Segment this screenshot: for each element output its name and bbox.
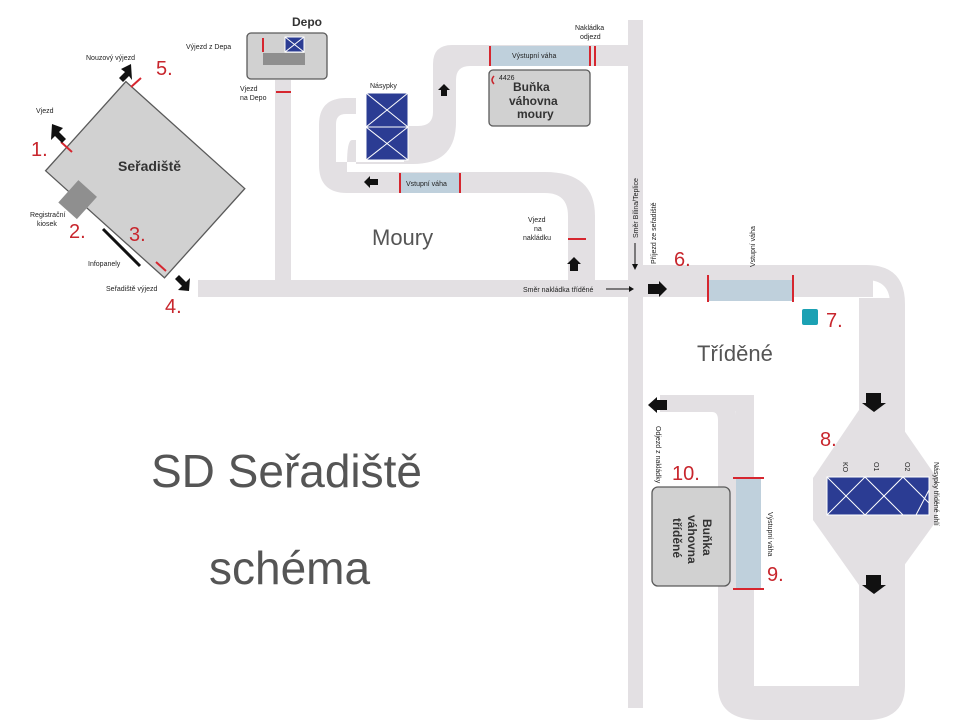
departure-from-loading-label: Odjezd z nakládky	[654, 426, 661, 484]
tridene-area-label: Tříděné	[697, 341, 773, 366]
moury-entry-label-3: nakládku	[523, 235, 551, 242]
diagram-title-line-2: schéma	[209, 542, 370, 594]
emergency-exit-arrow-icon	[119, 64, 132, 82]
tridene-weighbridge-cell	[651, 486, 731, 587]
arrival-from-seradiste-label: Příjezd ze seřadiště	[651, 202, 658, 264]
direction-tridene-label: Směr nakládka tříděné	[523, 287, 594, 294]
moury-cell-line-2: váhovna	[509, 94, 558, 108]
depo-group: Depo Výjezd z Depa Vjezd na Depo	[186, 15, 328, 102]
tridene-hopper-label: Násypky tříděné uhlí	[932, 462, 939, 526]
seradiste-label: Seřadiště	[118, 158, 181, 174]
tridene-hopper-line-4	[864, 476, 904, 516]
main-road	[198, 280, 638, 297]
tridene-cell-line-1: Buňka	[700, 519, 714, 556]
infopanely-line	[101, 227, 142, 268]
station-number-5: 5.	[156, 58, 173, 80]
kiosk-label-1: Registrační	[30, 212, 65, 219]
infopanely-label: Infopanely	[88, 261, 121, 268]
direction-arrow-head-icon	[629, 286, 634, 292]
diagram-title-line-1: SD Seřadiště	[151, 445, 422, 497]
moury-hopper-line-4	[365, 126, 409, 161]
station-number-9: 9.	[767, 564, 784, 586]
moury-weighbridge-cell	[488, 69, 591, 127]
tridene-south-road	[736, 686, 890, 708]
loading-exit-label-1: Nakládka	[575, 25, 604, 32]
tridene-entry-arrow-icon	[648, 281, 667, 297]
station-number-7: 7.	[826, 310, 843, 332]
tridene-hopper-body	[826, 476, 930, 516]
phone-icon	[491, 75, 495, 85]
entry-label: Vjezd	[36, 108, 54, 115]
moury-entry-label-1: Vjezd	[528, 217, 546, 224]
seradiste-building	[44, 80, 246, 279]
loading-exit-label-2: odjezd	[580, 34, 601, 41]
moury-up-arrow-icon	[438, 84, 450, 96]
tridene-input-scale-label: Vstupní váha	[750, 226, 757, 267]
cell-7-marker	[802, 309, 818, 325]
entry-marker	[60, 141, 73, 153]
moury-group: Násypky Výstupní váha Vstupní váha Buňka…	[364, 25, 604, 271]
station-number-2: 2.	[69, 221, 86, 243]
depo-garage	[263, 53, 305, 65]
moury-input-scale	[400, 173, 460, 193]
entry-arrow-icon	[51, 124, 66, 143]
moury-hopper-label: Násypky	[370, 83, 397, 90]
main-road-labels: Směr nakládka tříděné Směr Bílina/Teplic…	[523, 178, 658, 294]
depo-label: Depo	[292, 15, 322, 29]
station-number-6: 6.	[674, 249, 691, 271]
station-number-4: 4.	[165, 296, 182, 318]
moury-cell-line-3: moury	[517, 107, 554, 121]
tridene-hopper-line-6	[915, 489, 930, 516]
tridene-output-scale-label: Výstupní váha	[766, 512, 773, 556]
moury-input-scale-label: Vstupní váha	[406, 181, 447, 188]
depo-entry-label-1: Vjezd	[240, 86, 258, 93]
seradiste-group: Seřadiště Nouzový výjezd Vjezd Registrač…	[30, 55, 246, 293]
tridene-group: Vstupní váha KO O1 O2 Násypky tříděné uh…	[648, 226, 939, 594]
depo-road	[275, 80, 291, 280]
hopper-col-ko: KO	[841, 462, 848, 473]
moury-area-label: Moury	[372, 225, 433, 250]
exit-arrow-icon	[175, 275, 190, 291]
tridene-cell-line-2: váhovna	[685, 515, 699, 564]
tridene-exit-road	[660, 395, 754, 411]
station-numbers: 1. 2. 3. 4. 5. 6. 7. 8. 9. 10.	[31, 58, 843, 586]
moury-left-arrow-icon	[364, 176, 378, 188]
station-number-8: 8.	[820, 429, 837, 451]
moury-output-scale-label: Výstupní váha	[512, 53, 556, 60]
tridene-input-scale	[708, 280, 793, 301]
main-vertical-road	[628, 20, 643, 708]
moury-cell-line-1: Buňka	[513, 80, 550, 94]
kiosk-label-2: kiosek	[37, 221, 57, 228]
tridene-cell-line-3: tříděné	[670, 518, 684, 558]
hopper-down-arrow-icon	[862, 393, 886, 412]
station-number-1: 1.	[31, 139, 48, 161]
hopper-col-o1: O1	[872, 462, 879, 471]
emergency-exit-label: Nouzový výjezd	[86, 55, 135, 62]
direction-bilina-label: Směr Bílina/Teplice	[633, 178, 640, 238]
depo-entry-label-2: na Depo	[240, 95, 267, 102]
bilina-arrow-head-icon	[632, 264, 638, 270]
tridene-hopper	[826, 476, 930, 516]
moury-loop	[319, 45, 628, 280]
moury-output-scale	[490, 46, 590, 66]
emergency-exit-marker	[130, 77, 142, 88]
moury-hopper-line-2	[365, 92, 409, 128]
station-number-3: 3.	[129, 224, 146, 246]
registration-kiosk	[58, 180, 97, 220]
depo-hopper-cross-b	[284, 36, 305, 53]
tridene-output-scale	[736, 478, 761, 589]
moury-cell-phone: 4426	[499, 75, 515, 82]
depo-exit-label: Výjezd z Depa	[186, 44, 231, 51]
moury-entry-label-2: na	[534, 226, 542, 233]
hopper-exit-down-arrow-icon	[862, 575, 886, 594]
seradiste-exit-label: Seřadiště výjezd	[106, 286, 157, 293]
moury-entry-up-arrow-icon	[567, 257, 581, 271]
exit-marker	[155, 261, 167, 272]
tridene-exit-arrow-icon	[648, 397, 667, 413]
station-number-10: 10.	[672, 463, 700, 485]
hopper-col-o2: O2	[903, 462, 910, 471]
tridene-hopper-line-2	[826, 476, 866, 516]
